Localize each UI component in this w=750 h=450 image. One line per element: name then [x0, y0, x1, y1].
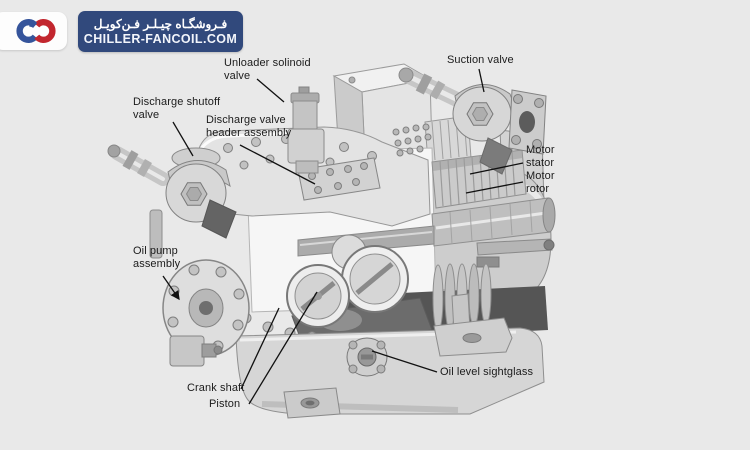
oil-pump-part: [162, 259, 250, 367]
label-discharge-shutoff-valve: Discharge shutoff valve: [133, 96, 221, 122]
label-oil-pump-assembly: Oil pump assembly: [133, 245, 181, 271]
leader-oil-pump: [162, 275, 180, 301]
leader-motor-stator: [469, 162, 524, 175]
label-piston: Piston: [209, 398, 241, 410]
leader-suction-valve: [478, 68, 485, 93]
label-discharge-valve-header-assembly: Discharge valve header assembly: [206, 114, 292, 140]
brand-badge: فـروشگـاه چیـلـر فـن‌کویـل CHILLER-FANCO…: [78, 11, 243, 52]
leader-motor-rotor: [465, 181, 524, 194]
leader-lines: [162, 68, 524, 405]
label-unloader-solenoid-valve: Unloader solinoid valve: [224, 57, 311, 83]
brand-name-farsi: فـروشگـاه چیـلـر فـن‌کویـل: [93, 16, 228, 31]
suction-valve-part: [398, 67, 547, 175]
leader-piston: [248, 291, 318, 405]
label-motor-stator: Motor stator: [526, 144, 555, 170]
unloader-solenoid-valve-part: [287, 86, 325, 174]
leader-crank-shaft: [240, 307, 280, 390]
front-foot: [283, 387, 341, 419]
leader-discharge-valve-header: [239, 144, 316, 185]
piston-cylinders: [286, 234, 409, 328]
logo-mark-plate: [0, 12, 67, 50]
leader-oil-level-sightglass: [371, 350, 438, 373]
discharge-shutoff-valve-part: [107, 144, 237, 259]
label-oil-level-sightglass: Oil level sightglass: [440, 366, 534, 378]
chiller-fancoil-logo-icon: [16, 19, 56, 43]
oil-level-sightglass-part: [346, 337, 388, 377]
cylinder-head: [185, 123, 432, 227]
brand-domain: CHILLER-FANCOIL.COM: [83, 31, 238, 46]
right-mounting-bracket: [433, 293, 513, 357]
label-suction-valve: Suction valve: [447, 54, 514, 66]
leader-discharge-shutoff-valve: [172, 121, 194, 157]
leader-unloader-solenoid-valve: [256, 78, 285, 103]
unloader-power-head-bolts: [392, 123, 432, 157]
label-motor-rotor: Motor rotor: [526, 170, 555, 196]
label-crank-shaft: Crank shaft: [187, 382, 245, 394]
